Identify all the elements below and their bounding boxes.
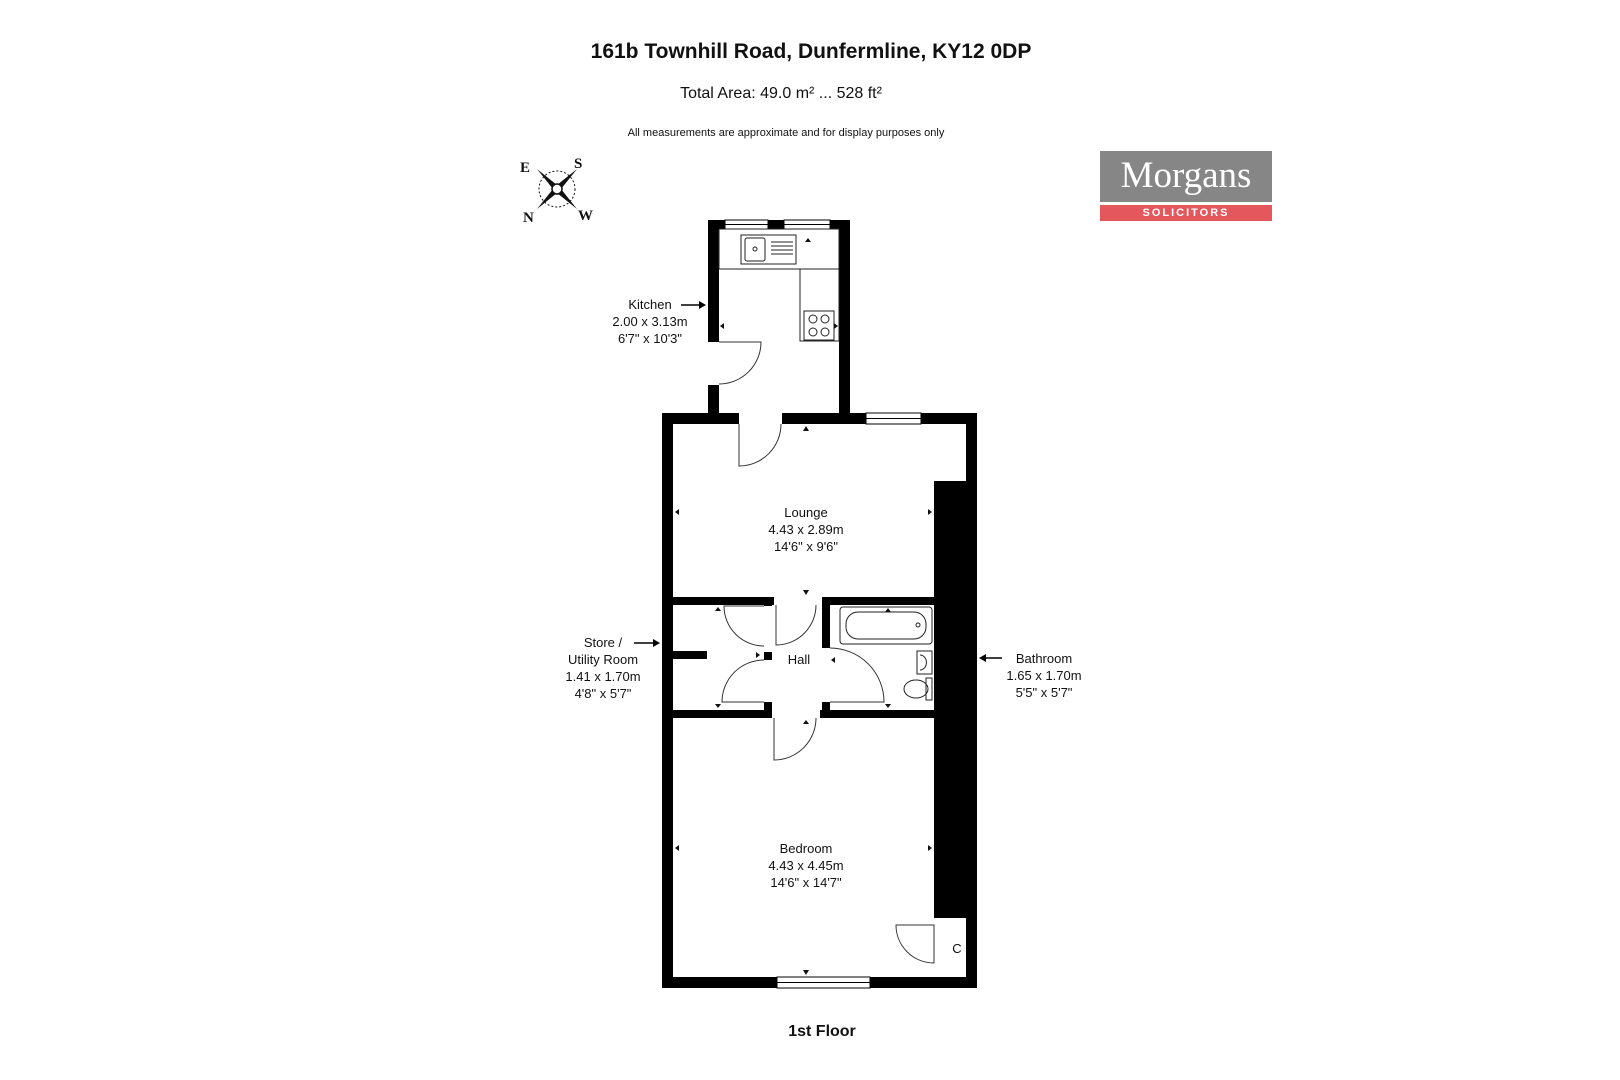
kitchen-wall-top [708, 220, 850, 229]
kitchen-imperial: 6'7" x 10'3" [617, 331, 683, 346]
bath-wall-left-upper [822, 597, 830, 648]
kitchen-counter-side [799, 268, 840, 342]
bath-wall-left-lower [822, 702, 830, 718]
page-title: 161b Townhill Road, Dunfermline, KY12 0D… [590, 40, 1032, 63]
lounge-wall-top-left [662, 413, 739, 424]
hall-lounge-door-swing [775, 604, 817, 646]
toilet-icon [903, 679, 929, 699]
kitchen-wall-right [839, 220, 850, 418]
room-label-store: Store / Utility Room 1.41 x 1.70m 4'8" x… [565, 634, 640, 702]
outer-wall-bottom-left [662, 977, 777, 988]
disclaimer: All measurements are approximate and for… [627, 127, 945, 139]
bedroom-door-swing [773, 717, 817, 761]
store-wall-stub-mid [764, 652, 772, 660]
room-label-hall: Hall [788, 651, 810, 668]
hob-icon [803, 310, 835, 341]
room-label-bedroom: Bedroom 4.43 x 4.45m 14'6" x 14'7" [768, 840, 843, 891]
store-imperial: 4'8" x 5'7" [574, 686, 632, 701]
bedroom-imperial: 14'6" x 14'7" [770, 875, 842, 890]
party-wall [934, 481, 977, 918]
bathtub-icon [839, 606, 933, 645]
compass-n: N [523, 210, 534, 226]
room-label-lounge: Lounge 4.43 x 2.89m 14'6" x 9'6" [768, 504, 843, 555]
store-door-lower-swing [721, 659, 765, 703]
kitchen-metric: 2.00 x 3.13m [612, 314, 688, 329]
toilet-cistern-icon [925, 677, 933, 701]
company-logo: Morgans SOLICITORS [1100, 151, 1272, 221]
store-wall-stub-bottom [764, 702, 772, 718]
basin-icon [916, 650, 933, 675]
wall-bath-bedroom [820, 710, 934, 718]
compass-w: W [578, 208, 593, 224]
kitchen-name: Kitchen [628, 297, 672, 312]
hall-name: Hall [787, 652, 811, 667]
room-label-cupboard: C [952, 940, 961, 957]
lounge-wall-top-mid [782, 413, 866, 424]
store-shelf [662, 651, 707, 659]
store-wall-stub-top [764, 597, 772, 606]
outer-wall-left [662, 413, 673, 988]
kitchen-wall-left-upper [708, 220, 719, 342]
cupboard-name: C [952, 941, 962, 956]
floor-label: 1st Floor [788, 1023, 856, 1040]
wall-store-bedroom [662, 710, 772, 718]
kitchen-sink-icon [740, 234, 797, 265]
cupboard-door-swing [895, 924, 935, 964]
outer-wall-bottom-right [870, 977, 977, 988]
bedroom-metric: 4.43 x 4.45m [768, 858, 844, 873]
store-name-1: Store / [583, 635, 623, 650]
store-name-2: Utility Room [567, 652, 639, 667]
compass-e: E [520, 160, 531, 176]
bathroom-name: Bathroom [1015, 651, 1073, 666]
kitchen-wall-left-lower [708, 385, 719, 418]
bathroom-imperial: 5'5" x 5'7" [1015, 685, 1073, 700]
bathroom-metric: 1.65 x 1.70m [1006, 668, 1082, 683]
lounge-wall-top-right [921, 413, 977, 424]
compass-s: S [574, 156, 583, 172]
logo-name: Morgans [1100, 151, 1272, 202]
lounge-name: Lounge [784, 505, 828, 520]
kitchen-counter-top [718, 228, 840, 270]
logo-tagline: SOLICITORS [1100, 205, 1272, 221]
total-area: Total Area: 49.0 m² ... 528 ft² [680, 85, 882, 102]
bedroom-name: Bedroom [779, 841, 833, 856]
lounge-metric: 4.43 x 2.89m [768, 522, 844, 537]
wall-lounge-bath [822, 597, 934, 605]
room-label-bathroom: Bathroom 1.65 x 1.70m 5'5" x 5'7" [1006, 650, 1081, 701]
store-metric: 1.41 x 1.70m [565, 669, 641, 684]
lounge-door-swing [738, 423, 782, 467]
bath-door-swing [829, 647, 885, 703]
cupboard-wall [934, 912, 977, 918]
kitchen-door-swing [718, 341, 762, 385]
wall-lounge-store [662, 597, 774, 605]
store-door-upper-swing [723, 605, 765, 647]
room-label-kitchen: Kitchen 2.00 x 3.13m 6'7" x 10'3" [612, 296, 687, 347]
lounge-imperial: 14'6" x 9'6" [773, 539, 839, 554]
